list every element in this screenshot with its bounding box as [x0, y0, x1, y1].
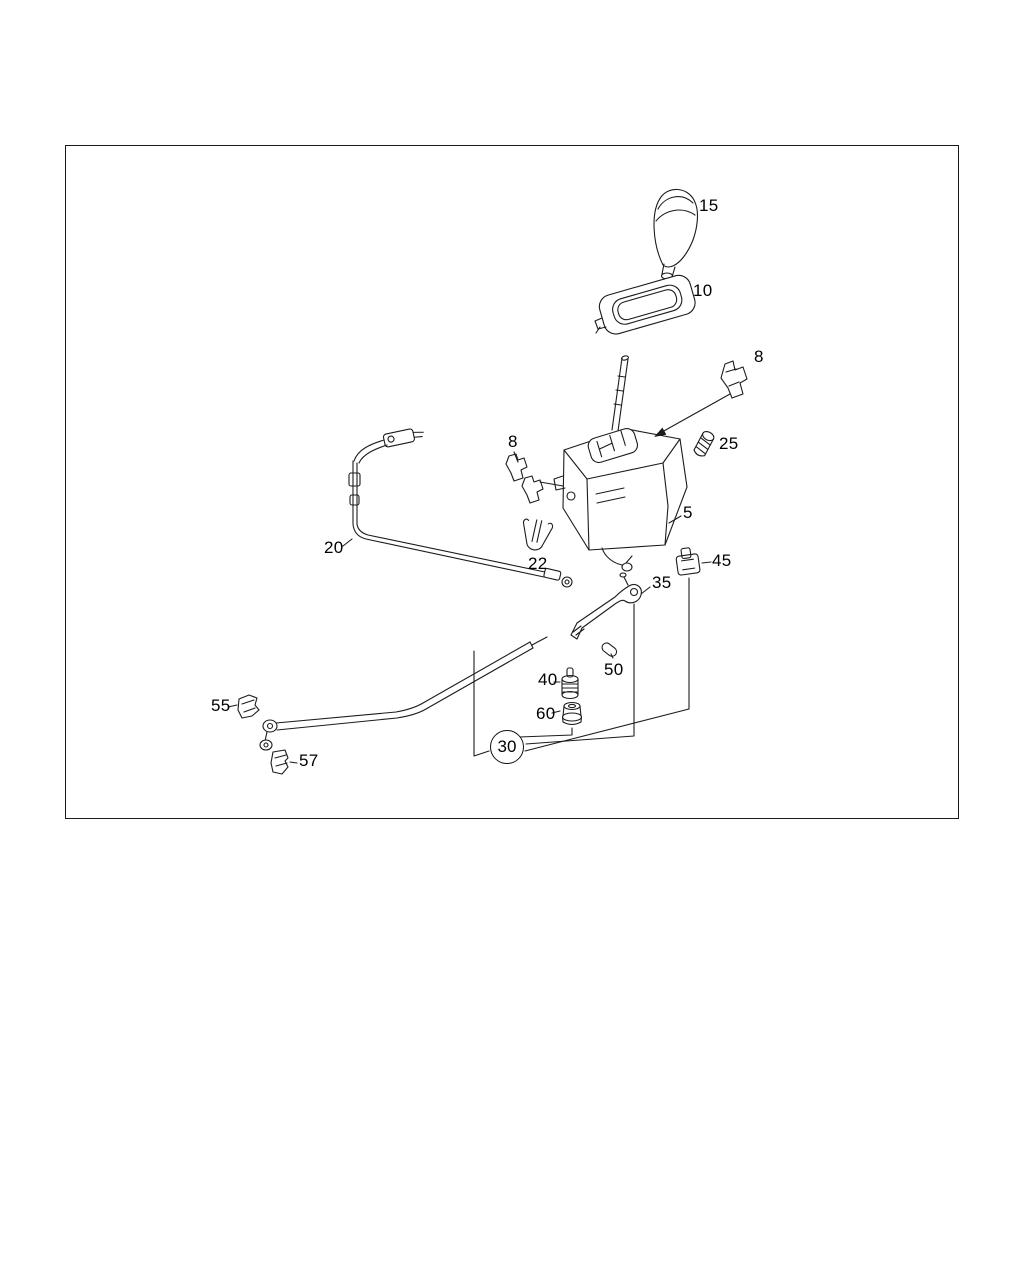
- exploded-diagram-drawing: [227, 188, 748, 775]
- clip-8-right-drawing: [654, 360, 748, 437]
- shift-knob-drawing: [653, 188, 698, 280]
- diagram-frame: 15 10 8 25 8 5 20 22 35 45 50 40 60 30 5…: [65, 145, 959, 819]
- part-label-60: 60: [536, 704, 556, 723]
- part-label-50: 50: [604, 660, 624, 679]
- part-label-45: 45: [712, 551, 732, 570]
- part-label-8-left: 8: [508, 432, 518, 451]
- plug-drawing: [553, 667, 579, 700]
- clip-8-left-drawing: [505, 451, 564, 504]
- part-label-57: 57: [299, 751, 319, 770]
- gate-plate-drawing: [594, 274, 696, 335]
- part-label-40: 40: [538, 670, 558, 689]
- fork-clip-drawing: [522, 518, 554, 551]
- clamp-drawing: [675, 547, 712, 576]
- group-callout-lines: [473, 577, 690, 757]
- part-label-10: 10: [693, 281, 713, 300]
- bolt-drawing: [693, 430, 715, 457]
- part-label-8-right: 8: [754, 347, 764, 366]
- shifter-housing-drawing: [553, 427, 688, 572]
- part-label-5: 5: [683, 503, 693, 522]
- cable-drawing: [342, 428, 573, 588]
- pin-drawing: [601, 642, 618, 659]
- part-label-25: 25: [719, 434, 739, 453]
- part-label-15: 15: [699, 196, 719, 215]
- clip-55-drawing: [227, 694, 260, 719]
- part-label-35: 35: [652, 573, 672, 592]
- part-callout-30: 30: [490, 730, 524, 764]
- clip-57-drawing: [270, 749, 298, 775]
- part-label-20: 20: [324, 538, 344, 557]
- part-label-55: 55: [211, 696, 231, 715]
- grommet-drawing: [551, 701, 583, 726]
- part-label-22: 22: [528, 554, 548, 573]
- shift-rod-drawing: [611, 355, 629, 432]
- lever-drawing: [570, 572, 651, 640]
- selector-rod-drawing: [259, 636, 548, 751]
